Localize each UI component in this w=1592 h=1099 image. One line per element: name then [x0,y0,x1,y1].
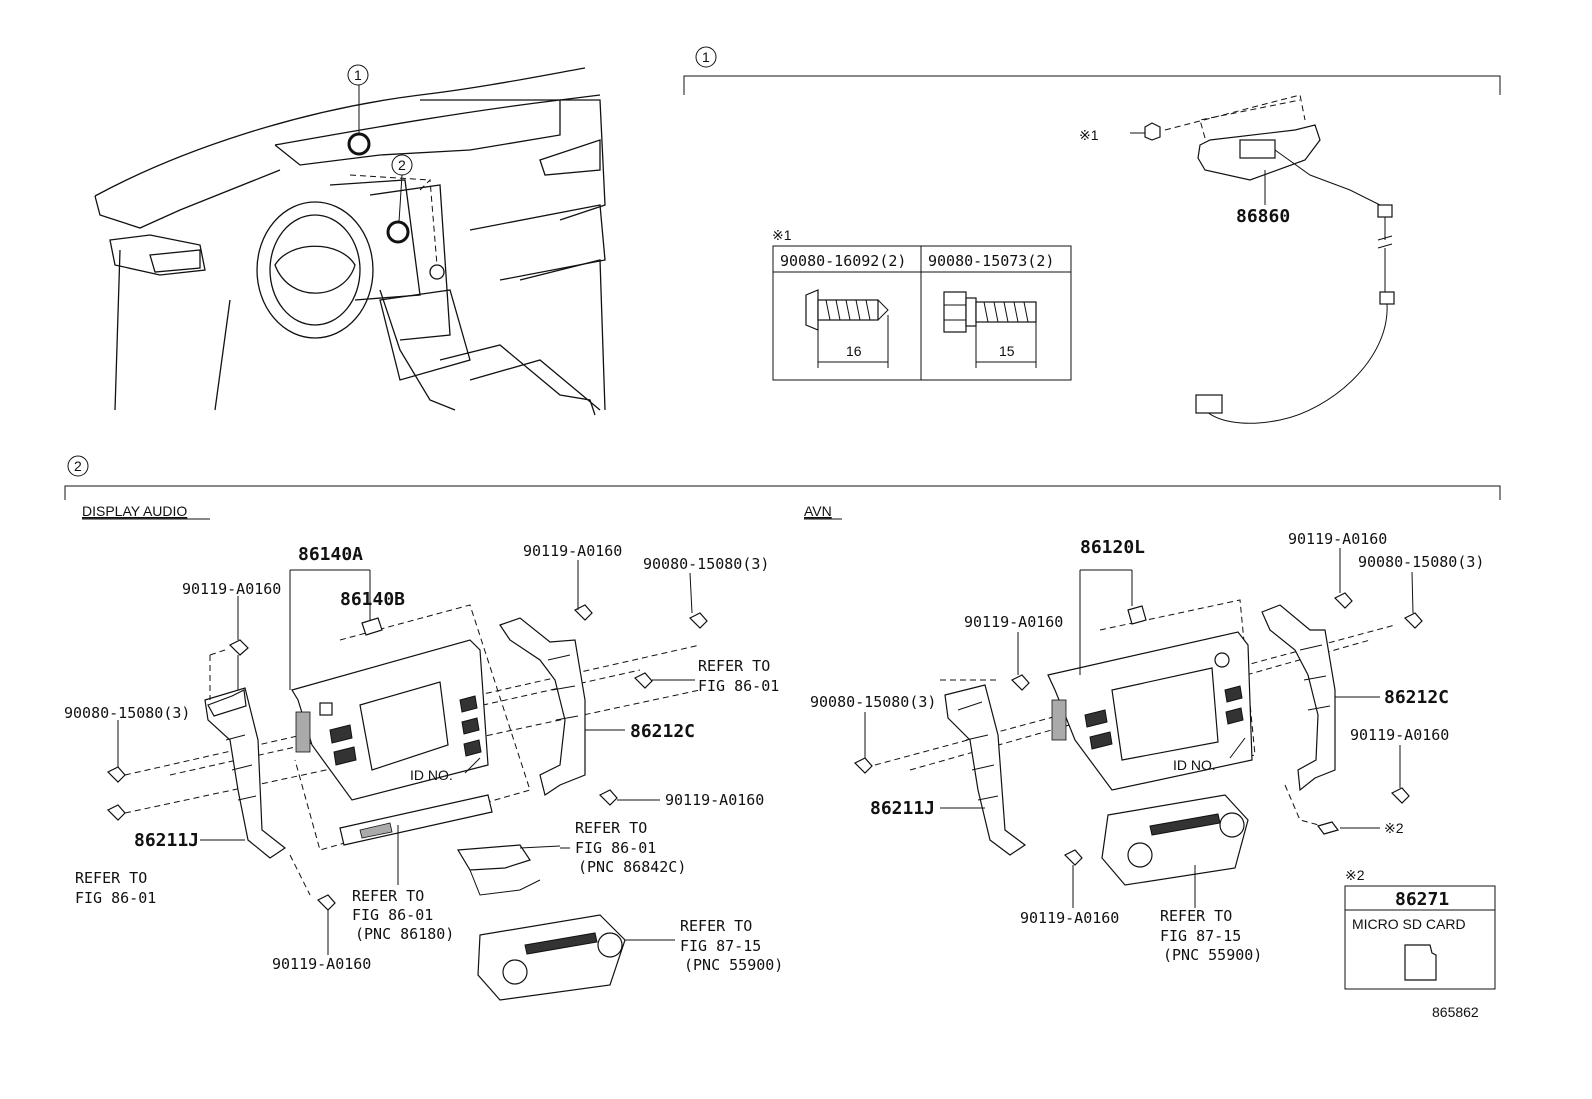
refer-fig-86-01-da-b-line1: REFER TO [75,869,147,887]
callout-2-circle [391,154,413,176]
part-90119-a0160-da-right: 90119-A0160 [665,791,764,809]
part-90119-a0160-da-top-left: 90119-A0160 [182,580,281,598]
screw-length-2: 15 [999,343,1015,359]
part-90119-a0160-da-top-mid: 90119-A0160 [523,542,622,560]
section-1-bracket [683,75,1501,95]
refer-climate-da-line1: REFER TO [680,917,752,935]
refer-fig-86-01-da-b-line2: FIG 86-01 [75,889,156,907]
refer-climate-da-line3: (PNC 55900) [684,956,783,974]
refer-display-line2: FIG 86-01 [352,906,433,924]
refer-climate-avn-line2: FIG 87-15 [1160,927,1241,945]
section-2-callout [67,455,89,477]
diagram-id: 865862 [1432,1004,1479,1020]
part-90080-15080-avn-top-right: 90080-15080(3) [1358,553,1484,571]
part-86140B: 86140B [340,589,405,610]
callout-1-label: 1 [354,67,362,83]
refer-display-line3: (PNC 86180) [355,925,454,943]
refer-fig-86-01-da-a-line2: FIG 86-01 [698,677,779,695]
screw-spec-1: 90080-16092(2) [780,252,906,270]
refer-fig-86-01-da-a-line1: REFER TO [698,657,770,675]
sd-card-box [1344,885,1496,990]
micro-sd-card-label: MICRO SD CARD [1352,916,1466,932]
part-86212C-avn: 86212C [1384,687,1449,708]
part-90080-15080-da-top-right: 90080-15080(3) [643,555,769,573]
display-audio-heading: DISPLAY AUDIO [82,503,187,519]
part-86120L: 86120L [1080,537,1145,558]
avn-illustration [853,548,1423,908]
refer-harness-line1: REFER TO [575,819,647,837]
part-86211J-da: 86211J [134,830,199,851]
note-mark-2-callout: ※2 [1384,820,1404,836]
note-mark-1: ※1 [772,227,792,243]
part-90080-15080-avn-left: 90080-15080(3) [810,693,936,711]
callout-2-label: 2 [398,157,406,173]
refer-display-line1: REFER TO [352,887,424,905]
refer-climate-avn-line1: REFER TO [1160,907,1232,925]
part-90119-a0160-avn-right: 90119-A0160 [1350,726,1449,744]
part-86271: 86271 [1395,889,1449,910]
screw-table [772,245,1072,381]
callout-1-circle [347,64,369,86]
id-no-label-da: ID NO. [410,767,453,783]
section-1-callout [695,46,717,68]
part-90119-a0160-avn-left: 90119-A0160 [964,613,1063,631]
note-mark-2: ※2 [1345,867,1365,883]
svg-text:※1: ※1 [1079,127,1099,143]
display-audio-illustration [106,560,708,1001]
refer-climate-avn-line3: (PNC 55900) [1163,946,1262,964]
part-86212C-da: 86212C [630,721,695,742]
section-2-callout-label: 2 [74,458,82,474]
refer-harness-line2: FIG 86-01 [575,839,656,857]
part-86211J-avn: 86211J [870,798,935,819]
part-86140A: 86140A [298,544,363,565]
screw-spec-2: 90080-15073(2) [928,252,1054,270]
refer-harness-line3: (PNC 86842C) [578,858,686,876]
part-86860: 86860 [1236,206,1290,227]
dashboard-illustration [94,67,606,416]
part-90119-a0160-da-bottom: 90119-A0160 [272,955,371,973]
section-2-bracket [64,485,1501,500]
refer-climate-da-line2: FIG 87-15 [680,937,761,955]
id-no-label-avn: ID NO. [1173,757,1216,773]
screw-length-1: 16 [846,343,862,359]
module-86860-illustration: ※1 [1079,94,1395,424]
avn-heading: AVN [804,503,832,519]
part-90119-a0160-avn-bottom: 90119-A0160 [1020,909,1119,927]
section-1-callout-label: 1 [702,49,710,65]
part-90119-a0160-avn-top-right: 90119-A0160 [1288,530,1387,548]
part-90080-15080-da-left: 90080-15080(3) [64,704,190,722]
